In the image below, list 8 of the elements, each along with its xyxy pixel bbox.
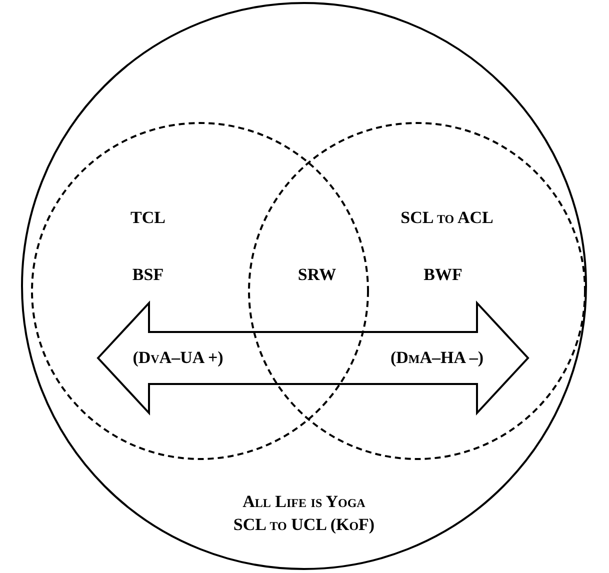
region-label: BSF (132, 265, 164, 285)
region-label: (DvA–UA +) (132, 348, 224, 368)
region-label: SCL to ACL (400, 208, 494, 228)
region-label: (DmA–HA –) (390, 348, 484, 368)
region-label: TCL (130, 208, 166, 228)
overlap-label: SRW (298, 265, 336, 285)
region-label: All Life is Yoga SCL to UCL (KoF) (232, 491, 376, 536)
region-label: BWF (424, 265, 462, 285)
